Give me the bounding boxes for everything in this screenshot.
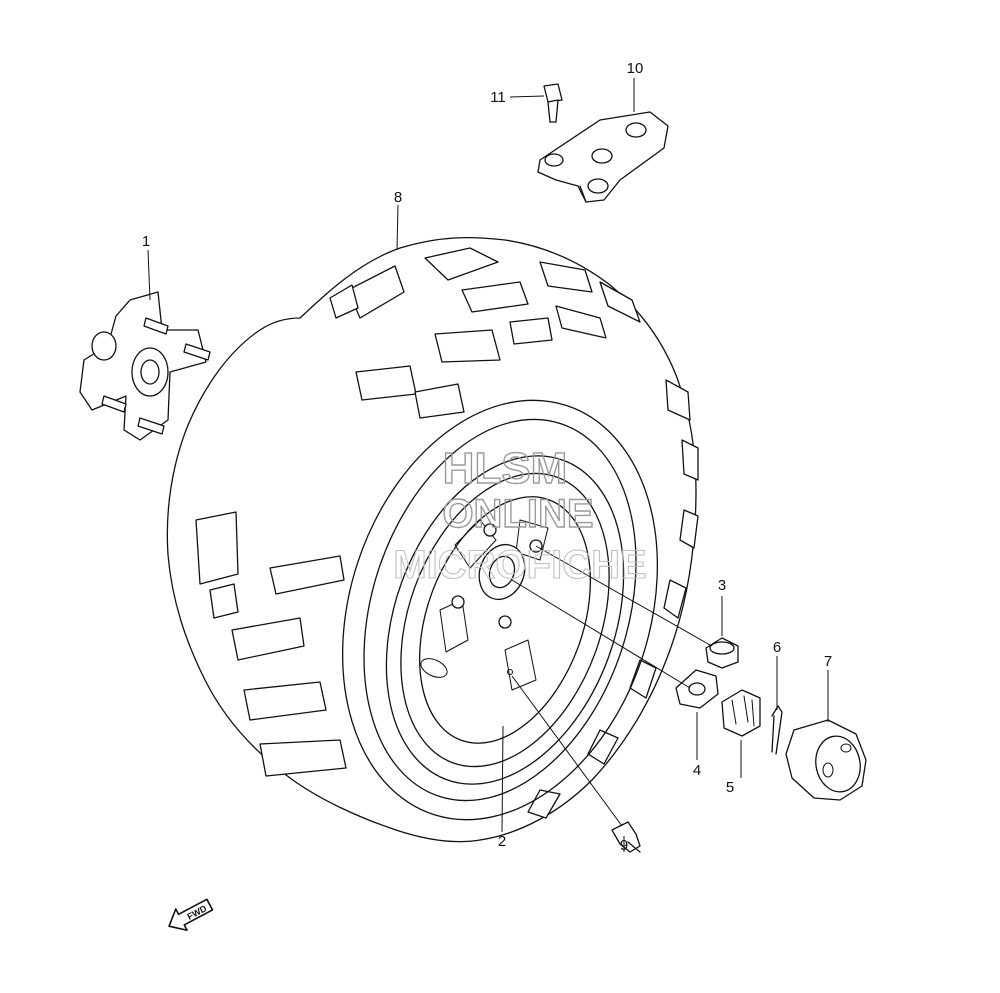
callout-1: 1 <box>142 233 150 250</box>
cotter-pin-part[interactable] <box>771 705 783 755</box>
valve-part[interactable] <box>611 821 641 853</box>
bolt-part[interactable] <box>543 83 563 123</box>
callout-6: 6 <box>773 639 781 656</box>
callout-11: 11 <box>490 89 506 106</box>
watermark-line-1: HLSM <box>443 444 568 493</box>
bracket-plate-part[interactable] <box>537 111 669 203</box>
fwd-arrow-icon: FWD <box>168 898 214 932</box>
hub-cap-part[interactable] <box>785 719 867 801</box>
callout-5: 5 <box>726 779 734 796</box>
rim-part[interactable] <box>343 423 666 818</box>
wheel-hub-part[interactable] <box>79 291 211 441</box>
callout-10: 10 <box>627 60 644 77</box>
callout-4: 4 <box>693 762 701 779</box>
watermark-line-3: MICROFICHE <box>393 543 646 587</box>
wheel-nut-part[interactable] <box>705 637 739 669</box>
callout-labels: 1 2 3 4 5 6 7 8 9 10 11 <box>142 60 832 854</box>
callout-3: 3 <box>718 577 726 594</box>
callout-9: 9 <box>620 837 628 854</box>
watermark-line-2: ONLINE <box>442 492 593 536</box>
callout-8: 8 <box>394 189 402 206</box>
leader-lines <box>147 78 829 852</box>
watermark: HLSM ONLINE MICROFICHE <box>393 443 647 587</box>
callout-2: 2 <box>498 833 506 850</box>
callout-7: 7 <box>824 653 832 670</box>
castle-nut-part[interactable] <box>721 689 761 737</box>
washer-part[interactable] <box>675 669 719 709</box>
